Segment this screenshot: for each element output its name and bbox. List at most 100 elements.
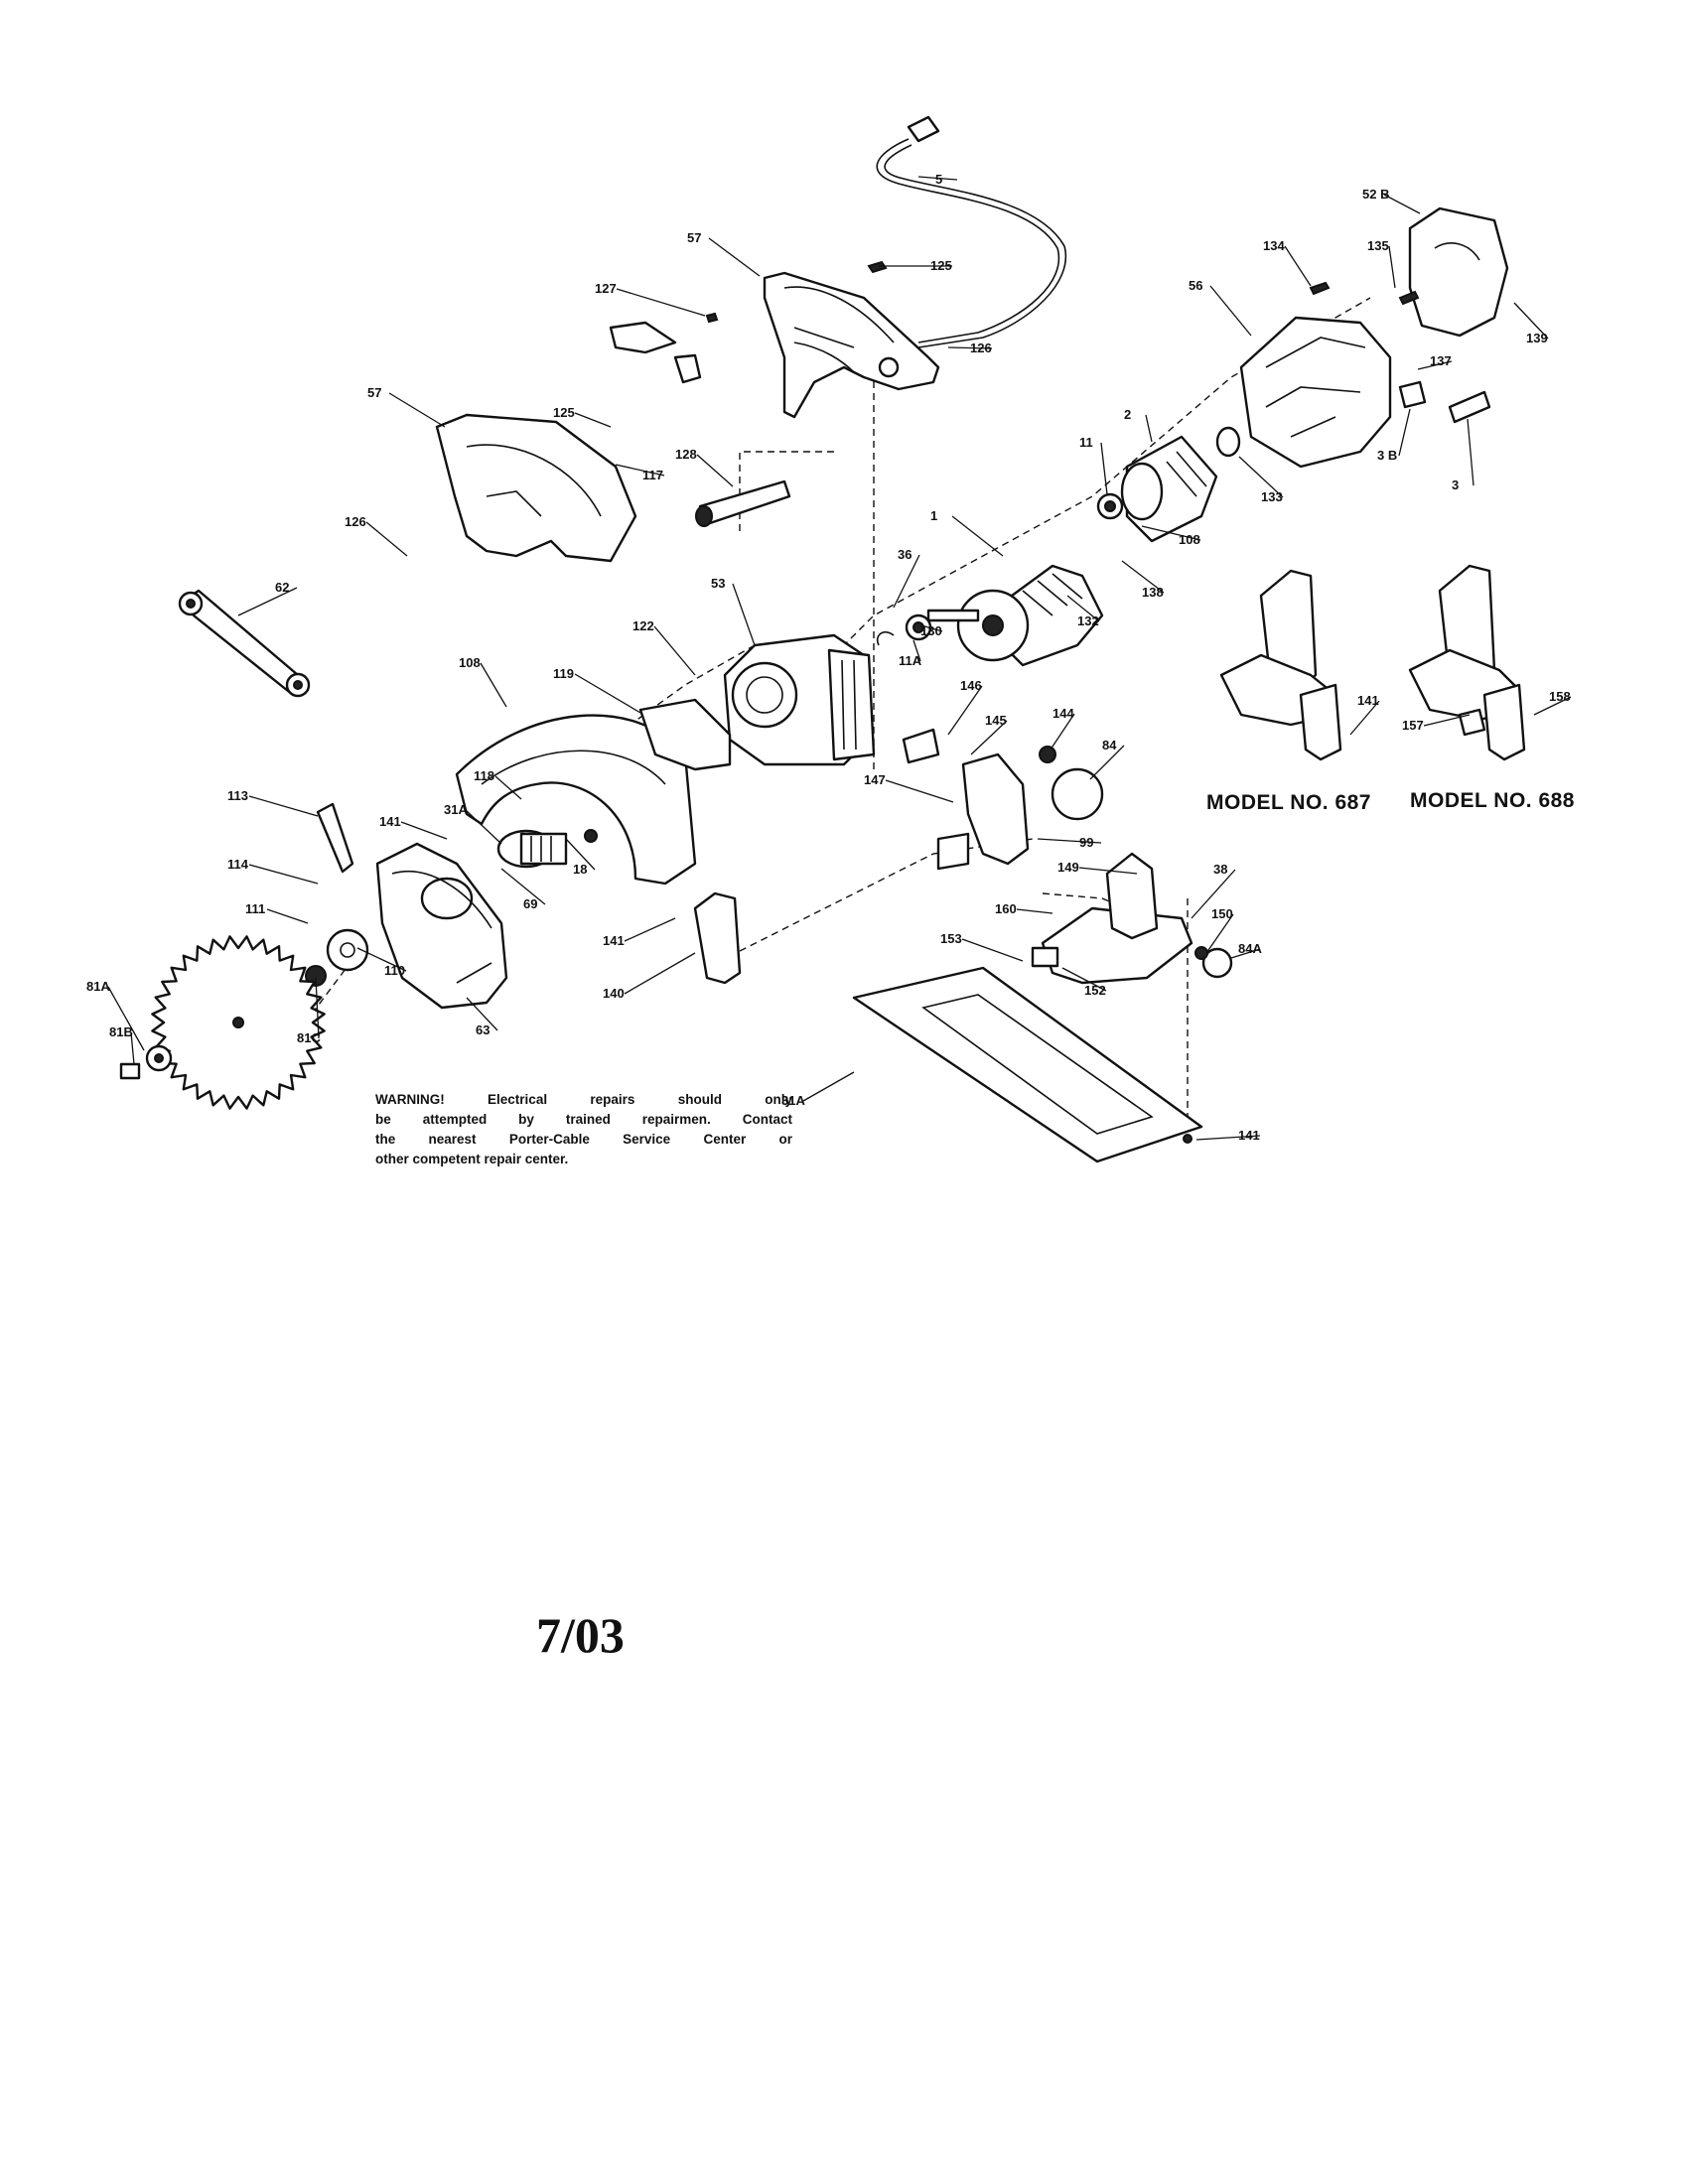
revision-date: 7/03 (536, 1607, 625, 1663)
callout-c111: 111 (245, 901, 265, 916)
callout-leader (248, 864, 319, 885)
callout-leader (947, 685, 983, 736)
callout-leader (365, 521, 408, 557)
callout-leader (356, 947, 407, 972)
callout-c150: 150 (1211, 906, 1233, 921)
callout-c152: 152 (1084, 983, 1106, 998)
callout-c157: 157 (1402, 718, 1424, 733)
callout-leader (1145, 414, 1153, 443)
callout-leader (1066, 595, 1100, 622)
blade-guard (375, 842, 508, 1010)
callout-leader (500, 868, 546, 905)
callout-leader (130, 1031, 135, 1065)
callout-c31a: 31A (444, 802, 468, 817)
callout-c11a: 11A (899, 653, 922, 668)
callout-c38: 38 (1213, 862, 1227, 877)
callout-c3: 3 (1452, 478, 1459, 492)
callout-leader (1037, 838, 1102, 844)
callout-leader (1230, 948, 1261, 959)
callout-leader (885, 779, 954, 803)
callout-c36: 36 (898, 547, 912, 562)
callout-c84a: 84A (1238, 941, 1262, 956)
callout-c134: 134 (1263, 238, 1285, 253)
callout-leader (624, 952, 696, 995)
callout-leader (465, 809, 502, 845)
callout-leader (951, 515, 1004, 557)
cam-lever (693, 891, 742, 985)
shaft-part (695, 479, 791, 527)
callout-c147: 147 (864, 772, 886, 787)
callout-c1: 1 (930, 508, 937, 523)
callout-leader (266, 908, 309, 924)
callout-c57b: 57 (367, 385, 381, 400)
callout-c135: 135 (1367, 238, 1389, 253)
callout-c125a: 125 (930, 258, 952, 273)
callout-c141d: 141 (1357, 693, 1379, 708)
callout-c57a: 57 (687, 230, 701, 245)
callout-leader (1398, 408, 1411, 457)
callout-leader (917, 176, 958, 181)
upper-blade-guard-cover (435, 413, 637, 563)
callout-c149: 149 (1057, 860, 1079, 875)
callout-leader (1533, 696, 1572, 716)
handle-assembly (763, 271, 940, 419)
callout-c141c: 141 (1238, 1128, 1260, 1143)
callout-leader (893, 554, 920, 609)
callout-c125b: 125 (553, 405, 575, 420)
base-plate (852, 966, 1203, 1163)
callout-leader (1016, 908, 1053, 914)
lower-blade-guard (455, 714, 697, 886)
bevel-bracket-688 (1408, 564, 1526, 761)
callout-c63: 63 (476, 1023, 490, 1037)
callout-c11: 11 (1079, 435, 1093, 450)
callout-leader (1467, 418, 1474, 486)
callout-leader (237, 587, 298, 616)
warning-line: other competent repair center. (375, 1152, 569, 1166)
callout-leader (1050, 713, 1075, 751)
callout-c113: 113 (227, 788, 248, 803)
callout-leader (248, 795, 319, 817)
callout-leader (802, 1071, 855, 1102)
callout-leader (616, 288, 706, 317)
motor-housing-rear (1239, 316, 1392, 469)
depth-bracket-assembly (902, 728, 1104, 871)
callout-leader (107, 986, 145, 1051)
callout-c130: 130 (920, 623, 942, 638)
callout-leader (494, 775, 522, 800)
callout-c145: 145 (985, 713, 1007, 728)
callout-leader (574, 673, 641, 714)
callout-c139: 139 (1526, 331, 1548, 345)
callout-c137: 137 (1430, 353, 1452, 368)
callout-leader (315, 977, 320, 1039)
callout-leader (970, 720, 1008, 755)
callout-leader (1061, 967, 1107, 992)
guard-pin-and-washer (305, 802, 369, 987)
end-cap (1408, 206, 1509, 338)
callout-c146: 146 (960, 678, 982, 693)
callout-leader (1423, 714, 1471, 727)
callout-c119: 119 (553, 666, 574, 681)
callout-c118: 118 (474, 768, 494, 783)
callout-leader (961, 938, 1024, 962)
callout-c127: 127 (595, 281, 617, 296)
callout-leader (653, 625, 696, 676)
callout-c108b: 108 (459, 655, 481, 670)
callout-leader (912, 639, 921, 662)
callout-leader (1388, 245, 1396, 289)
callout-c53: 53 (711, 576, 725, 591)
callout-leader (1100, 442, 1108, 495)
callout-leader (1238, 456, 1284, 498)
callout-leader (1205, 913, 1234, 954)
power-cord (876, 115, 1067, 348)
blade-nut (119, 1044, 173, 1080)
callout-c3b: 3 B (1377, 448, 1397, 463)
model-label-687: MODEL NO. 687 (1206, 791, 1371, 814)
brush-parts (1309, 281, 1491, 424)
callout-c81c: 81C (297, 1030, 321, 1045)
callout-leader (624, 917, 676, 942)
bevel-bracket-687 (1219, 569, 1342, 761)
callout-c2: 2 (1124, 407, 1131, 422)
callout-c158: 158 (1549, 689, 1571, 704)
